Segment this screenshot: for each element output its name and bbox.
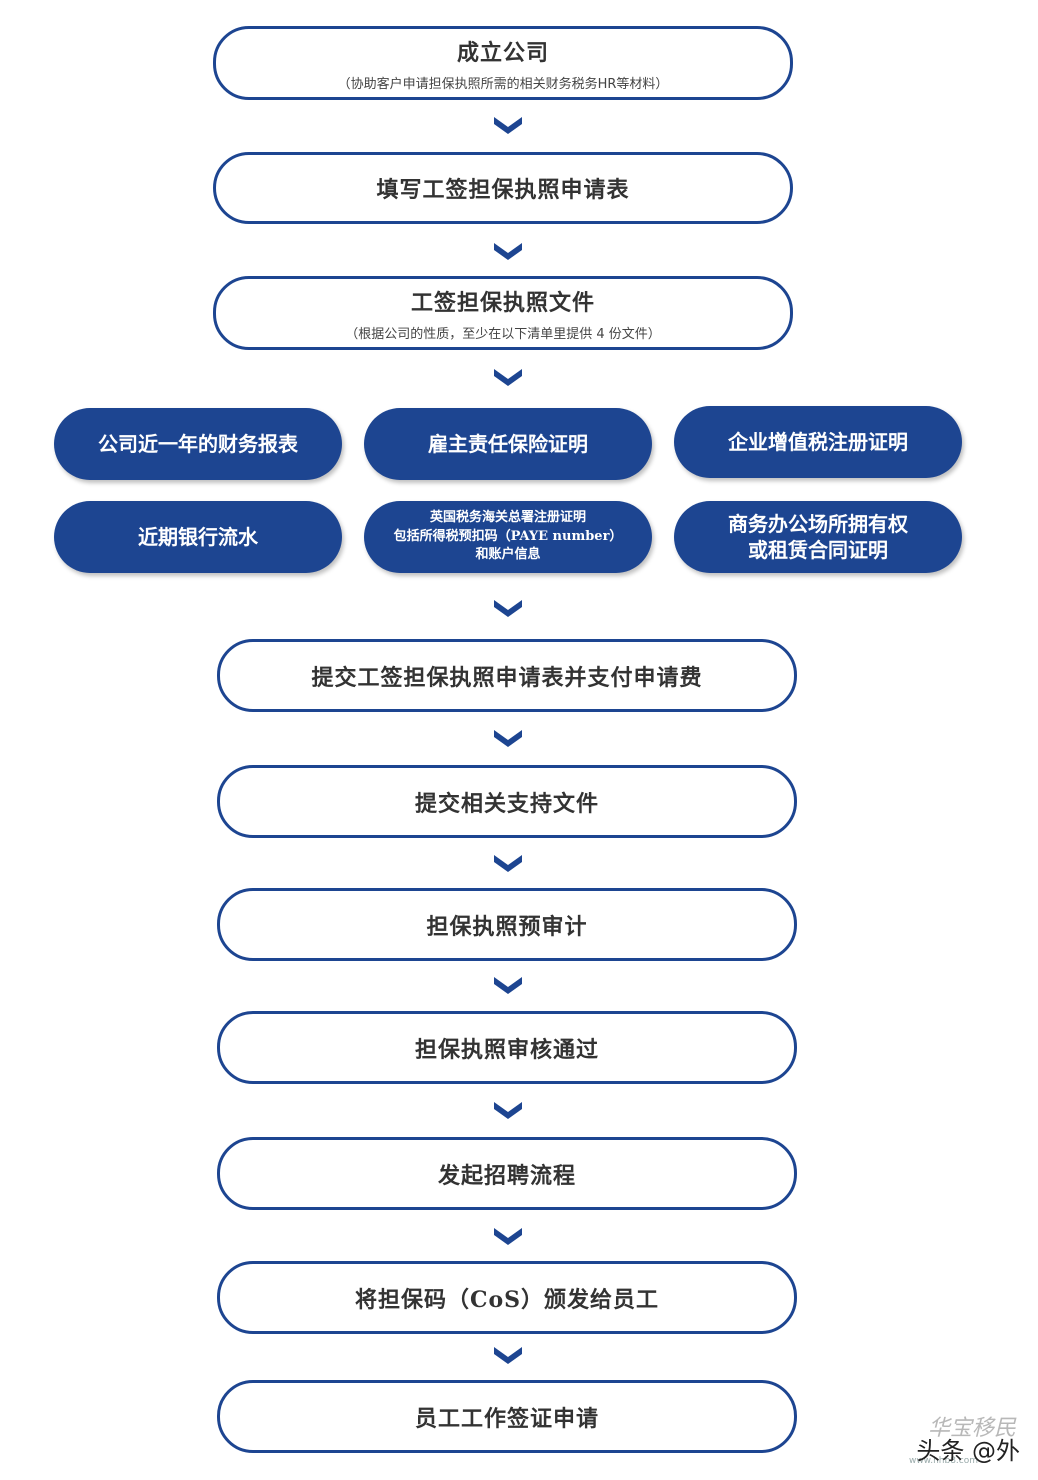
chevron-down-icon [494, 369, 522, 386]
doc-employer-liability-insurance: 雇主责任保险证明 [364, 408, 652, 480]
doc-financial-statements: 公司近一年的财务报表 [54, 408, 342, 480]
step-title: 成立公司 [456, 39, 549, 66]
doc-label-line: 包括所得税预扣码（PAYE number） [393, 528, 623, 544]
doc-label-line: 或租赁合同证明 [748, 538, 888, 562]
step-submit-supporting-documents: 提交相关支持文件 [217, 765, 797, 838]
step-establish-company: 成立公司 （协助客户申请担保执照所需的相关财务税务HR等材料） [213, 26, 793, 100]
step-employee-visa-application: 员工工作签证申请 [217, 1380, 797, 1453]
step-license-documents: 工签担保执照文件 （根据公司的性质，至少在以下清单里提供 4 份文件） [213, 276, 793, 350]
doc-label: 雇主责任保险证明 [428, 432, 588, 456]
chevron-down-icon [494, 977, 522, 994]
step-pre-audit: 担保执照预审计 [217, 888, 797, 961]
doc-hmrc-registration: 英国税务海关总署注册证明 包括所得税预扣码（PAYE number） 和账户信息 [364, 501, 652, 573]
doc-label: 企业增值税注册证明 [728, 430, 908, 454]
chevron-down-icon [494, 1228, 522, 1245]
step-title: 填写工签担保执照申请表 [376, 177, 630, 203]
step-fill-application-form: 填写工签担保执照申请表 [213, 152, 793, 224]
step-title: 担保执照审核通过 [414, 1036, 599, 1063]
step-title: 担保执照预审计 [426, 913, 588, 940]
step-title: 将担保码（CoS）颁发给员工 [354, 1286, 660, 1313]
step-title: 提交相关支持文件 [414, 790, 599, 817]
watermark-overlay: 华宝移民 [927, 1416, 1016, 1441]
chevron-down-icon [494, 1347, 522, 1364]
doc-office-ownership-lease: 商务办公场所拥有权 或租赁合同证明 [674, 501, 962, 573]
doc-label-line: 英国税务海关总署注册证明 [429, 509, 586, 525]
step-issue-cos: 将担保码（CoS）颁发给员工 [217, 1261, 797, 1334]
doc-label: 公司近一年的财务报表 [98, 432, 298, 456]
step-title: 发起招聘流程 [437, 1162, 576, 1189]
step-subtitle: （协助客户申请担保执照所需的相关财务税务HR等材料） [337, 76, 669, 92]
step-license-approved: 担保执照审核通过 [217, 1011, 797, 1084]
chevron-down-icon [494, 730, 522, 747]
watermark-url: www.hhb8.com [908, 1456, 978, 1466]
step-subtitle: （根据公司的性质，至少在以下清单里提供 4 份文件） [345, 326, 661, 342]
step-start-recruitment: 发起招聘流程 [217, 1137, 797, 1210]
step-submit-application-pay-fee: 提交工签担保执照申请表并支付申请费 [217, 639, 797, 712]
doc-label-line: 商务办公场所拥有权 [728, 512, 908, 536]
doc-bank-statements: 近期银行流水 [54, 501, 342, 573]
doc-vat-registration: 企业增值税注册证明 [674, 406, 962, 478]
step-title: 工签担保执照文件 [410, 289, 595, 316]
chevron-down-icon [494, 117, 522, 134]
watermark: 头条 @外 [916, 1437, 1020, 1465]
chevron-down-icon [494, 243, 522, 260]
chevron-down-icon [494, 600, 522, 617]
step-title: 员工工作签证申请 [414, 1405, 599, 1432]
chevron-down-icon [494, 855, 522, 872]
doc-label-line: 和账户信息 [475, 547, 541, 563]
chevron-down-icon [494, 1102, 522, 1119]
doc-label: 近期银行流水 [138, 525, 258, 549]
step-title: 提交工签担保执照申请表并支付申请费 [311, 664, 703, 691]
